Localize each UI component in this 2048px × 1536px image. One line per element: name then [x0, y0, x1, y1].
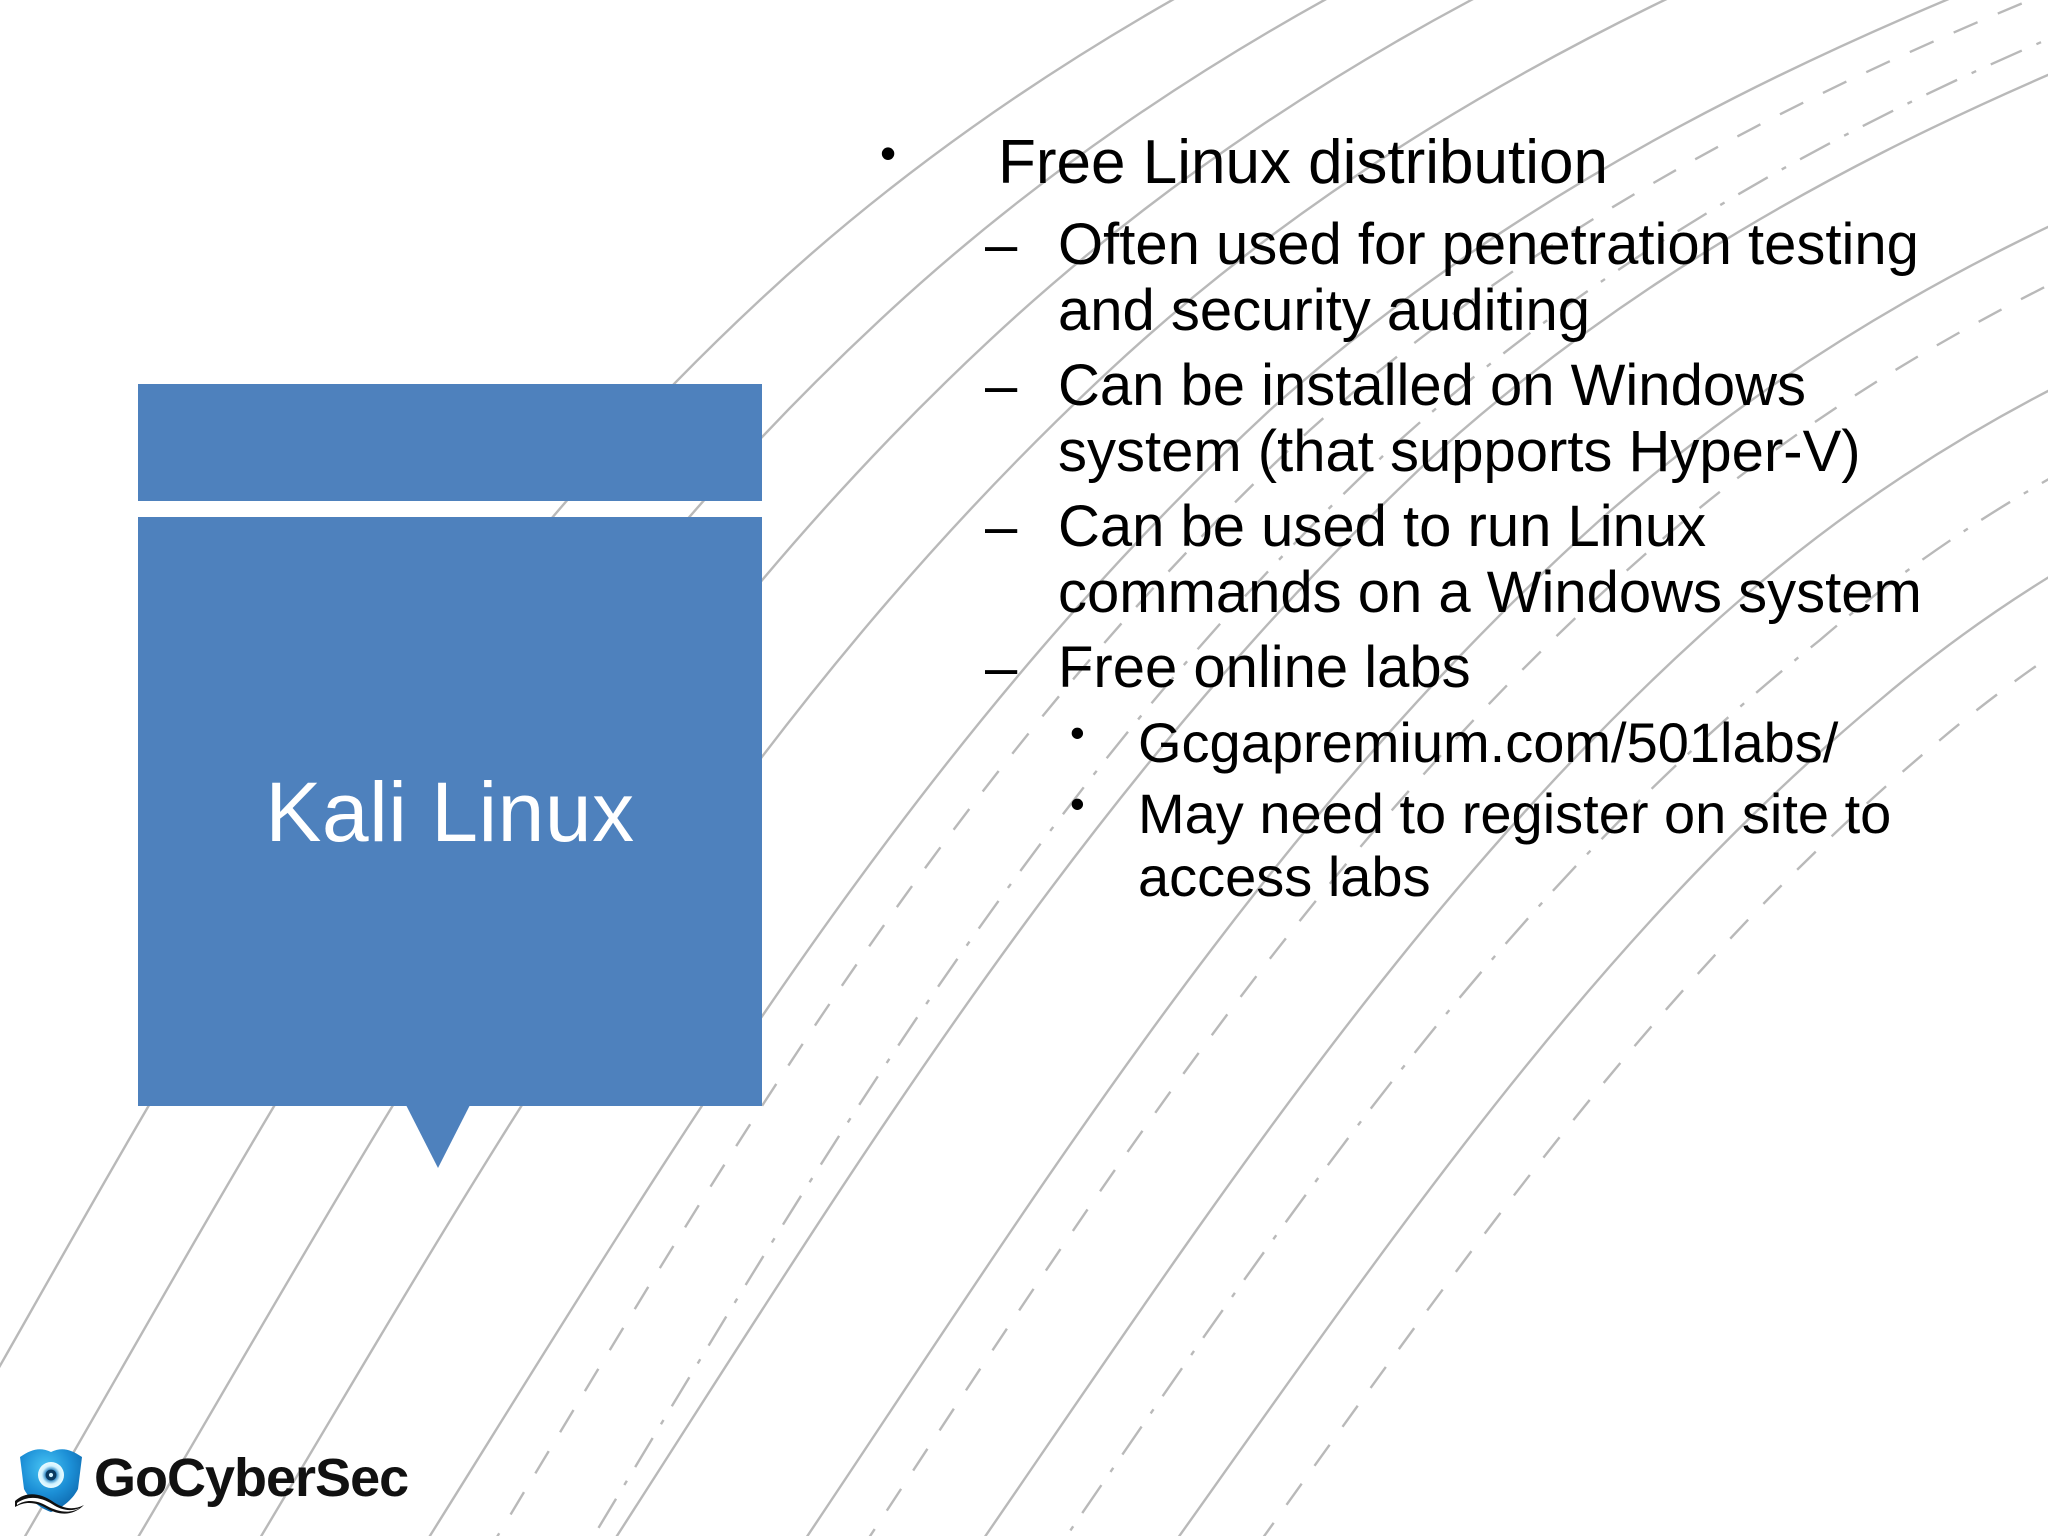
bullet-item: – Often used for penetration testing and… — [880, 212, 1940, 343]
shield-icon — [14, 1441, 88, 1515]
kali-linux-callout-shape: Kali Linux — [138, 384, 762, 1168]
bullet-text: Can be used to run Linux commands on a W… — [1058, 494, 1922, 625]
logo-wordmark: GoCyberSec — [94, 1448, 409, 1508]
bullet-marker: • — [880, 127, 897, 179]
callout-title-text: Kali Linux — [265, 764, 635, 859]
callout-body — [138, 517, 762, 1106]
bullet-item: – Can be used to run Linux commands on a… — [880, 494, 1940, 625]
bullet-item: • Free Linux distribution — [880, 127, 1940, 198]
bullet-text: May need to register on site to access l… — [1138, 782, 1892, 909]
bullet-text: Often used for penetration testing and s… — [1058, 212, 1919, 343]
bullet-marker: • — [1070, 708, 1085, 756]
bullet-text: Free online labs — [1058, 635, 1471, 701]
bullet-item: • Gcgapremium.com/501labs/ — [880, 708, 1940, 774]
callout-tail-triangle — [406, 1105, 470, 1168]
bullet-marker: – — [985, 635, 1018, 701]
bullet-marker: – — [985, 494, 1018, 560]
bullet-marker: • — [1070, 780, 1085, 828]
callout-top-bar — [138, 384, 762, 501]
bullet-item: – Can be installed on Windows system (th… — [880, 353, 1940, 484]
gocybersec-logo: GoCyberSec — [14, 1432, 409, 1524]
slide-body-content: • Free Linux distribution – Often used f… — [880, 127, 1940, 917]
bullet-marker: – — [985, 212, 1018, 278]
bullet-marker: – — [985, 353, 1018, 419]
bullet-text-link: Gcgapremium.com/501labs/ — [1138, 710, 1839, 774]
bullet-item: • May need to register on site to access… — [880, 780, 1940, 909]
bullet-item: – Free online labs — [880, 635, 1940, 701]
bullet-text: Can be installed on Windows system (that… — [1058, 353, 1861, 484]
bullet-text: Free Linux distribution — [998, 128, 1608, 197]
